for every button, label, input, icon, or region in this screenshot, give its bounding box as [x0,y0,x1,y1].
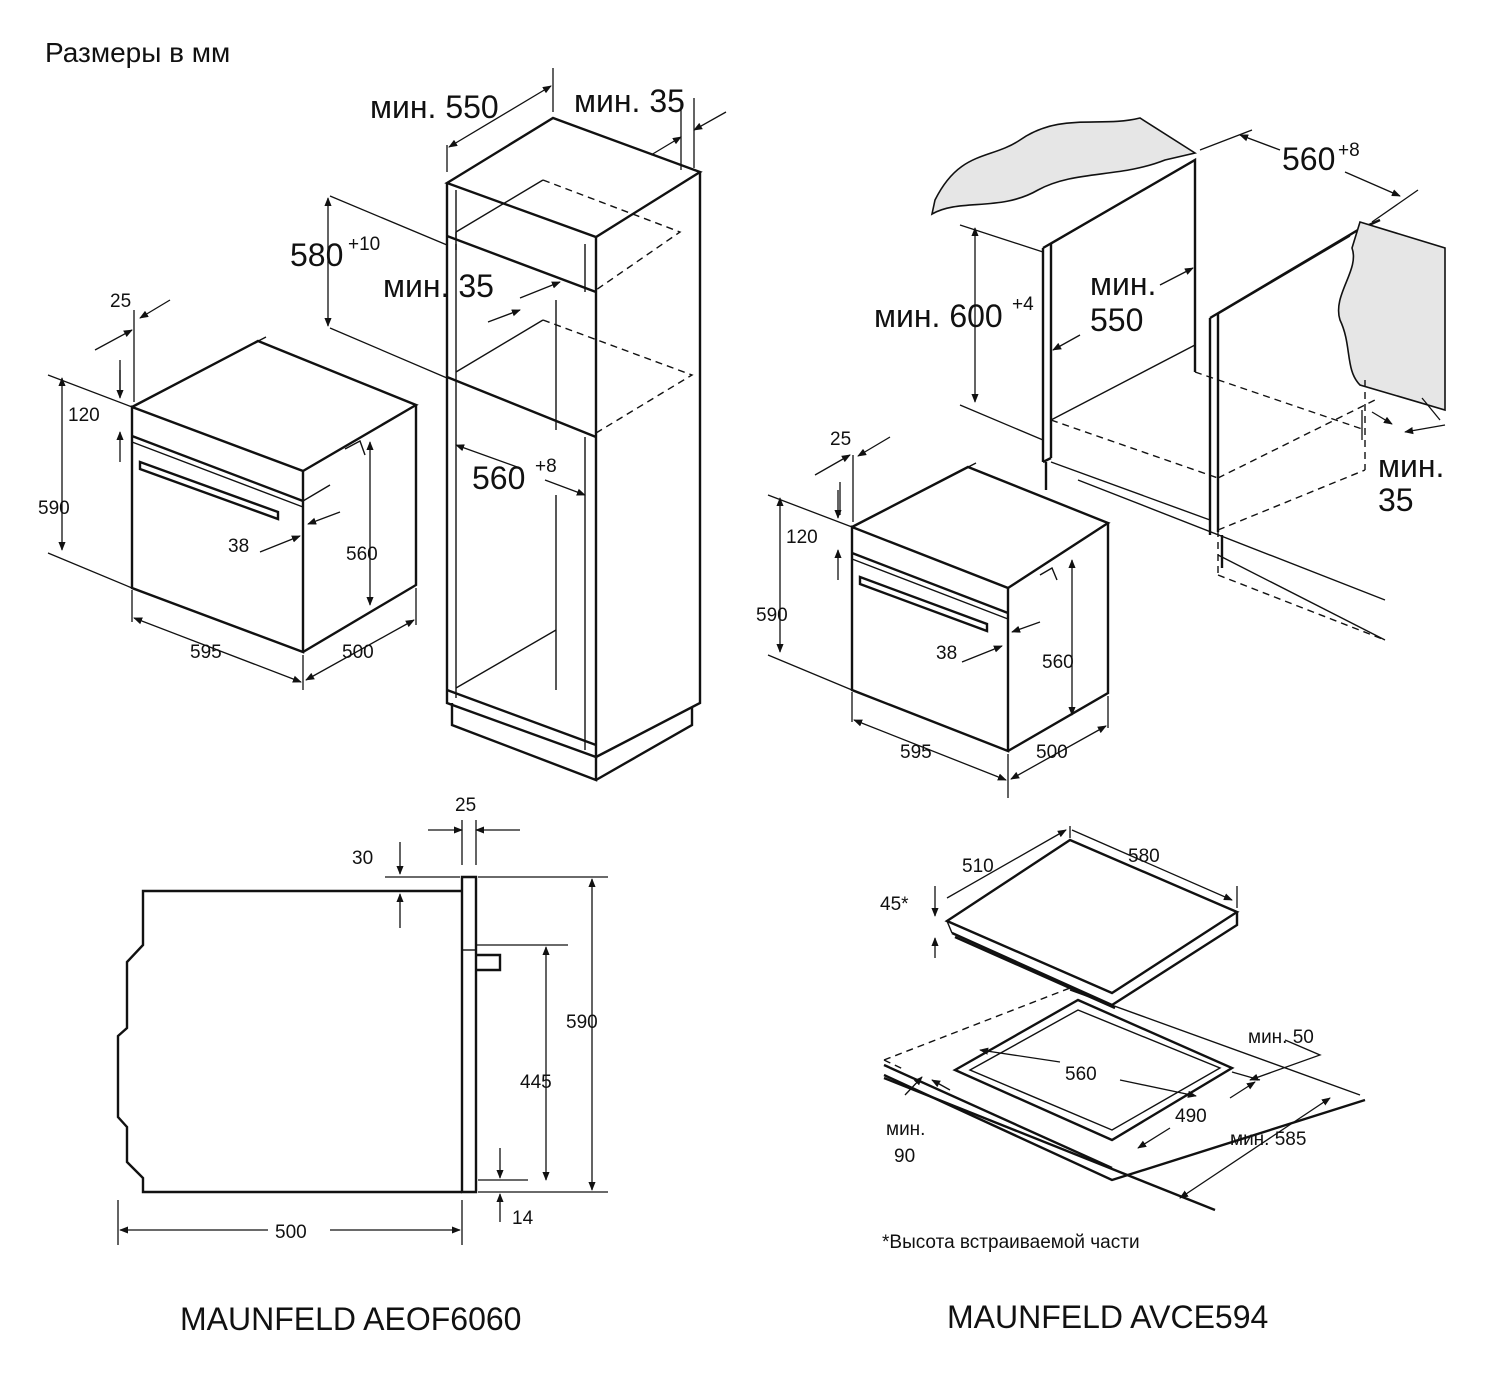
side-front-label: 25 [455,795,476,816]
cutout-dimensions: 560 490 мин. 90 мин. 50 мин. 585 *Высота… [882,1027,1331,1253]
unit-niche-height-tolerance: +4 [1012,294,1034,315]
oven-right-depth-label: 500 [1036,742,1068,763]
hob-width-label: 580 [1128,846,1160,867]
oven-right-panel-label: 120 [786,527,818,548]
oven-left-panel-label: 120 [68,405,100,426]
oven-right-inner-height-label: 560 [1042,652,1074,673]
oven-right-width-label: 595 [900,742,932,763]
unit-niche-depth-value: 550 [1090,302,1143,338]
side-view-dimensions: 25 30 590 445 14 500 [117,795,608,1245]
oven-left-top-offset: 25 [110,291,131,312]
unit-niche-width-label: 560 [1282,141,1335,177]
unit-niche-depth-label: мин. [1090,266,1156,302]
rear-gap-label: мин. 50 [1248,1027,1314,1048]
tall-cabinet-dimensions: мин. 550 мин. 35 580 +10 мин. 35 560 +8 [290,68,727,496]
tall-rear-gap-label: мин. 35 [574,83,685,119]
oven-left-height-label: 590 [38,498,70,519]
front-gap-value: 90 [894,1146,915,1167]
side-depth-label: 500 [275,1222,307,1243]
oven-left [130,336,419,654]
tall-niche-width-label: 560 [472,460,525,496]
oven-right-door-label: 38 [936,643,957,664]
hob-height-label: 45* [880,894,909,915]
tall-niche-width-tolerance: +8 [535,456,557,477]
oven-right-top-offset: 25 [830,429,851,450]
tall-niche-height-label: 580 [290,237,343,273]
heading: Размеры в мм [45,37,230,68]
oven-left-inner-height-label: 560 [346,544,378,565]
cutout-width-label: 560 [1065,1064,1097,1085]
unit-niche-width-tolerance: +8 [1338,140,1360,161]
model-hob-title: MAUNFELD AVCE594 [947,1299,1268,1335]
oven-right [850,462,1111,753]
oven-left-depth-label: 500 [342,642,374,663]
counter-depth-label: мин. 585 [1230,1129,1306,1150]
tall-niche-height-tolerance: +10 [348,234,380,255]
tall-cabinet [444,116,703,782]
tall-vent-gap-label: мин. 35 [383,268,494,304]
oven-left-door-label: 38 [228,536,249,557]
countertop-cutout [883,987,1366,1212]
oven-right-height-label: 590 [756,605,788,626]
oven-side-view [116,875,502,1194]
oven-right-dimensions: 25 120 590 38 560 595 500 [756,429,1109,798]
hob-footnote: *Высота встраиваемой части [882,1232,1140,1253]
unit-rear-gap-label: мин. [1378,448,1444,484]
unit-niche-height-label: мин. 600 [874,298,1003,334]
oven-left-dimensions: 25 120 590 38 560 595 500 [38,291,417,690]
side-handle-height-label: 445 [520,1072,552,1093]
kitchen-unit [930,117,1446,641]
cutout-depth-label: 490 [1175,1106,1207,1127]
side-height-label: 590 [566,1012,598,1033]
hob-dimensions: 510 580 45* [880,826,1238,958]
unit-rear-gap-value: 35 [1378,482,1414,518]
side-bottom-label: 14 [512,1208,534,1229]
side-top-label: 30 [352,848,373,869]
tall-niche-depth-label: мин. 550 [370,89,499,125]
oven-left-width-label: 595 [190,642,222,663]
front-gap-label: мин. [886,1119,925,1140]
model-oven-title: MAUNFELD AEOF6060 [180,1301,521,1337]
kitchen-unit-dimensions: 560 +8 мин. 600 +4 мин. 550 мин. 35 [874,129,1446,518]
hob-depth-label: 510 [962,856,994,877]
